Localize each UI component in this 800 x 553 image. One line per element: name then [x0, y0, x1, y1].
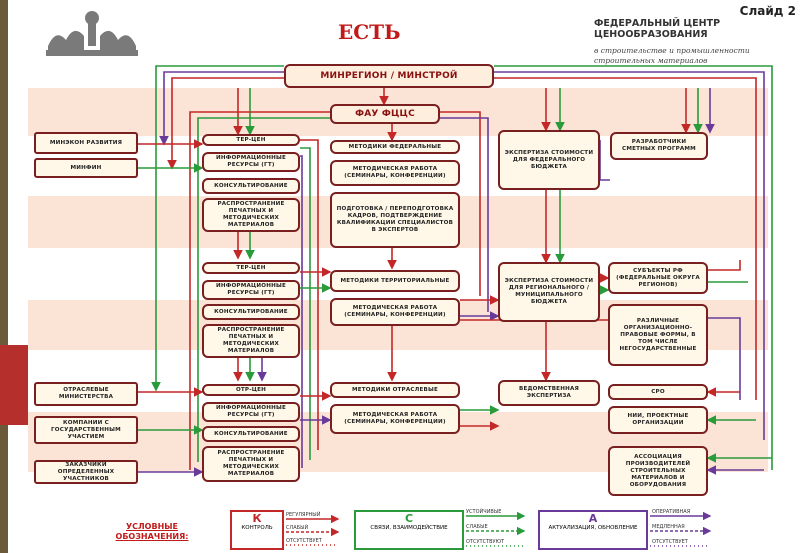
legend-k-line1: РЕГУЛЯРНЫЙ — [286, 512, 321, 518]
box-ter2-dist: РАСПРОСТРАНЕНИЕ ПЕЧАТНЫХ И МЕТОДИЧЕСКИХ … — [202, 324, 300, 358]
box-metod-otr: МЕТОДИКИ ОТРАСЛЕВЫЕ — [330, 382, 460, 398]
box-ter2-info: ИНФОРМАЦИОННЫЕ РЕСУРСЫ (ГТ) — [202, 280, 300, 300]
box-razrab: РАЗРАБОТЧИКИ СМЕТНЫХ ПРОГРАММ — [610, 132, 708, 160]
coat-of-arms-icon — [46, 11, 138, 56]
box-ter1-cons: КОНСУЛЬТИРОВАНИЕ — [202, 178, 300, 194]
box-fau: ФАУ ФЦЦС — [330, 104, 440, 124]
box-minfin: МИНФИН — [34, 158, 138, 178]
legend-a-text: АКТУАЛИЗАЦИЯ, ОБНОВЛЕНИЕ — [548, 525, 638, 531]
page-title: ЕСТЬ — [338, 20, 401, 44]
box-ter1-dist: РАСПРОСТРАНЕНИЕ ПЕЧАТНЫХ И МЕТОДИЧЕСКИХ … — [202, 198, 300, 232]
box-metod-work3: МЕТОДИЧЕСКАЯ РАБОТА (СЕМИНАРЫ, КОНФЕРЕНЦ… — [330, 404, 460, 434]
box-metod-work1: МЕТОДИЧЕСКАЯ РАБОТА (СЕМИНАРЫ, КОНФЕРЕНЦ… — [330, 160, 460, 186]
box-metod-terr: МЕТОДИКИ ТЕРРИТОРИАЛЬНЫЕ — [330, 270, 460, 292]
legend-c-text: СВЯЗИ, ВЗАИМОДЕЙСТВИЕ — [370, 525, 448, 531]
legend-k-line3: ОТСУТСТВУЕТ — [286, 538, 322, 544]
box-exp-reg: ЭКСПЕРТИЗА СТОИМОСТИ ДЛЯ РЕГИОНАЛЬНОГО /… — [498, 262, 600, 322]
box-exp-fed: ЭКСПЕРТИЗА СТОИМОСТИ ДЛЯ ФЕДЕРАЛЬНОГО БЮ… — [498, 130, 600, 190]
legend-a-line3: ОТСУТСТВУЕТ — [652, 539, 688, 545]
legend-c-box: С СВЯЗИ, ВЗАИМОДЕЙСТВИЕ — [354, 510, 464, 550]
box-minregion: МИНРЕГИОН / МИНСТРОЙ — [284, 64, 494, 88]
legend-k-line2: СЛАБЫЙ — [286, 525, 309, 531]
box-assoc: АССОЦИАЦИЯ ПРОИЗВОДИТЕЛЕЙ СТРОИТЕЛЬНЫХ М… — [608, 446, 708, 496]
box-ter1: ТЕР-ЦЕН — [202, 134, 300, 146]
box-metod-work2: МЕТОДИЧЕСКАЯ РАБОТА (СЕМИНАРЫ, КОНФЕРЕНЦ… — [330, 298, 460, 326]
legend-a-box: А АКТУАЛИЗАЦИЯ, ОБНОВЛЕНИЕ — [538, 510, 648, 550]
box-ter1-info: ИНФОРМАЦИОННЫЕ РЕСУРСЫ (ГТ) — [202, 152, 300, 172]
legend-c-line3: ОТСУТСТВУЮТ — [466, 539, 505, 545]
box-companies-state: КОМПАНИИ С ГОСУДАРСТВЕННЫМ УЧАСТИЕМ — [34, 416, 138, 444]
org-name: ФЕДЕРАЛЬНЫЙ ЦЕНТР ЦЕНООБРАЗОВАНИЯ — [594, 18, 721, 40]
legend-k-box: К КОНТРОЛЬ — [230, 510, 284, 550]
box-otr: ОТР-ЦЕН — [202, 384, 300, 396]
box-zakazchiki: ЗАКАЗЧИКИ ОПРЕДЕЛЕННЫХ УЧАСТНИКОВ — [34, 460, 138, 484]
box-subjects: СУБЪЕКТЫ РФ (ФЕДЕРАЛЬНЫЕ ОКРУГА РЕГИОНОВ… — [608, 262, 708, 294]
box-org-forms: РАЗЛИЧНЫЕ ОРГАНИЗАЦИОННО-ПРАВОВЫЕ ФОРМЫ,… — [608, 304, 708, 366]
legend-k-text: КОНТРОЛЬ — [241, 525, 273, 531]
box-otrasl-min: ОТРАСЛЕВЫЕ МИНИСТЕРСТВА — [34, 382, 138, 406]
box-metod-fed: МЕТОДИКИ ФЕДЕРАЛЬНЫЕ — [330, 140, 460, 154]
box-ter2-cons: КОНСУЛЬТИРОВАНИЕ — [202, 304, 300, 320]
left-red-accent — [0, 345, 28, 425]
legend-c-line1: УСТОЙЧИВЫЕ — [466, 509, 502, 515]
legend-k-letter: К — [252, 512, 262, 525]
box-sro: СРО — [608, 384, 708, 400]
legend-a-letter: А — [588, 512, 598, 525]
box-otr-info: ИНФОРМАЦИОННЫЕ РЕСУРСЫ (ГТ) — [202, 402, 300, 422]
org-subtitle: в строительстве и промышленности строите… — [594, 46, 750, 65]
box-exp-ved: ВЕДОМСТВЕННАЯ ЭКСПЕРТИЗА — [498, 380, 600, 406]
box-podgotovka: ПОДГОТОВКА / ПЕРЕПОДГОТОВКА КАДРОВ, ПОДТ… — [330, 192, 460, 248]
left-border-strip — [0, 0, 8, 553]
box-minekon: МИНЭКОН РАЗВИТИЯ — [34, 132, 138, 154]
slide-number: Слайд 2 — [739, 4, 796, 18]
box-ter2: ТЕР-ЦЕН — [202, 262, 300, 274]
legend-c-line2: СЛАБЫЕ — [466, 524, 488, 530]
legend-a-line1: ОПЕРАТИВНАЯ — [652, 509, 691, 515]
legend-a-line2: МЕДЛЕННАЯ — [652, 524, 685, 530]
legend-title: УСЛОВНЫЕ ОБОЗНАЧЕНИЯ: — [115, 522, 189, 541]
box-otr-cons: КОНСУЛЬТИРОВАНИЕ — [202, 426, 300, 442]
box-proekt: НИИ, ПРОЕКТНЫЕ ОРГАНИЗАЦИИ — [608, 406, 708, 434]
legend-c-letter: С — [404, 512, 414, 525]
box-otr-dist: РАСПРОСТРАНЕНИЕ ПЕЧАТНЫХ И МЕТОДИЧЕСКИХ … — [202, 446, 300, 482]
